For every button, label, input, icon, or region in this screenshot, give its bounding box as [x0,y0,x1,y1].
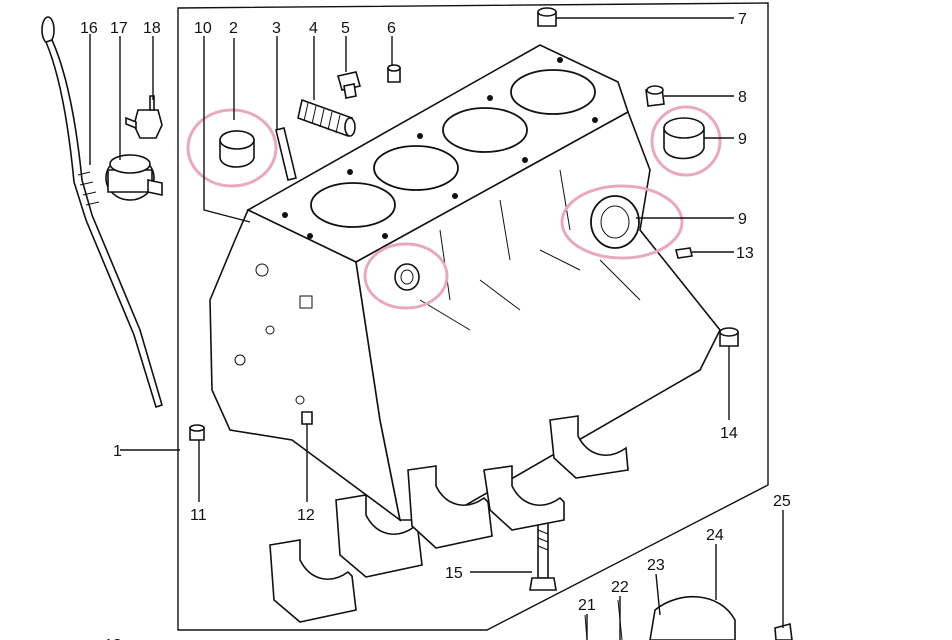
pin-6 [387,64,401,83]
callout-16: 16 [80,20,98,37]
pin-13 [675,247,693,259]
cap-plug-9-upper [663,117,705,160]
highlight-circle-cap-2 [186,108,278,188]
callout-18: 18 [143,20,161,37]
callout-1: 1 [113,443,122,460]
bearing-boss-front [394,263,420,291]
callout-25: 25 [773,493,791,510]
callout-23: 23 [647,557,665,574]
dipstick [41,16,163,409]
oil-pressure-switch [105,154,163,201]
callout-15: 15 [445,565,463,582]
callout-12: 12 [297,507,315,524]
callout-21: 21 [578,597,596,614]
callout-7: 7 [738,11,747,28]
callout-9-upper: 9 [738,131,747,148]
cap-plug-2 [219,130,255,168]
callout-3: 3 [272,20,281,37]
callout-17: 17 [110,20,128,37]
callout-14: 14 [720,425,738,442]
plug-5 [336,71,362,99]
dowel-11 [189,424,205,441]
leader-lines [89,17,784,640]
callout-18-bottom: 18 [104,637,122,640]
callout-11: 11 [190,507,207,524]
cylinder-block [209,44,721,522]
lower-right-parts [584,595,793,640]
rod-3 [275,127,297,181]
assembly-frame [177,2,769,631]
highlight-circle-boss-front [363,242,449,310]
callout-4: 4 [309,20,318,37]
highlight-circle-rear-seal [560,184,684,260]
bolt-15 [529,521,557,591]
oil-sender-unit [125,95,163,139]
callout-22: 22 [611,579,629,596]
callout-13: 13 [736,245,754,262]
highlight-circle-cap-9 [650,105,722,177]
callout-24: 24 [706,527,724,544]
main-bearing-caps [269,415,629,623]
callout-9-lower: 9 [738,211,747,228]
dowel-7 [537,7,557,27]
callout-5: 5 [341,20,350,37]
callout-2: 2 [229,20,238,37]
callout-10: 10 [194,20,212,37]
stud-4 [297,98,356,138]
pin-12 [301,411,313,425]
callout-6: 6 [387,20,396,37]
callout-8: 8 [738,89,747,106]
plug-8 [645,85,665,107]
callout-labels: 1 2 3 4 5 6 7 8 9 9 10 11 12 13 14 15 16… [80,11,791,640]
dowel-14 [719,327,739,347]
